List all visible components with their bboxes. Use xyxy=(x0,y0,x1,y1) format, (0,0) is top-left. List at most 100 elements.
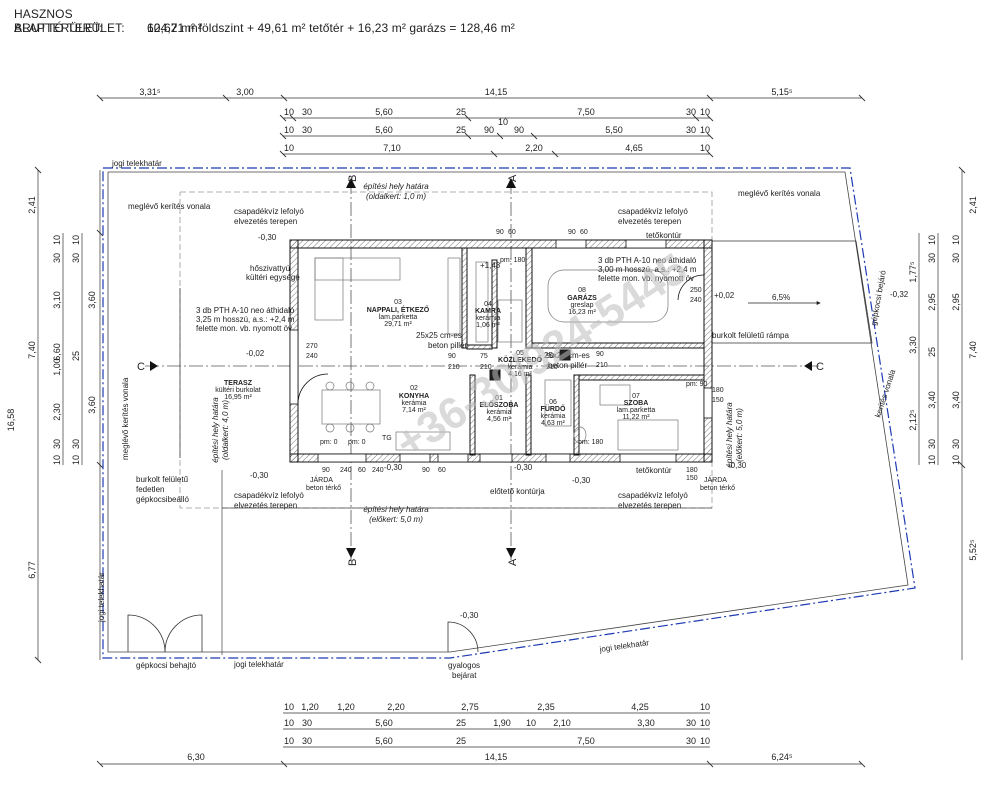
svg-text:A: A xyxy=(507,174,519,182)
svg-text:2,75: 2,75 xyxy=(461,702,479,712)
svg-text:-0,30: -0,30 xyxy=(258,233,277,242)
svg-text:30: 30 xyxy=(927,439,937,449)
svg-text:25: 25 xyxy=(71,351,81,361)
svg-text:5,50: 5,50 xyxy=(605,125,623,135)
svg-text:jogi telekhatár: jogi telekhatár xyxy=(233,660,284,669)
svg-text:25: 25 xyxy=(456,736,466,746)
svg-text:3,40: 3,40 xyxy=(927,391,937,409)
svg-text:10: 10 xyxy=(284,736,294,746)
svg-text:4,16 m²: 4,16 m² xyxy=(508,371,532,378)
svg-text:5,52⁵: 5,52⁵ xyxy=(968,539,978,561)
svg-text:(oldalkert: 4,0 m): (oldalkert: 4,0 m) xyxy=(221,400,230,460)
svg-text:építési hely határa: építési hely határa xyxy=(363,182,429,191)
room-06-label: 06 FÜRDŐ kerámia 4,63 m² xyxy=(541,399,566,427)
svg-text:meglévő kerítés vonala: meglévő kerítés vonala xyxy=(121,377,130,460)
svg-text:B: B xyxy=(347,559,359,566)
svg-text:10: 10 xyxy=(284,125,294,135)
svg-text:05: 05 xyxy=(516,350,524,357)
svg-text:10: 10 xyxy=(700,125,710,135)
svg-text:fedetlen: fedetlen xyxy=(136,485,164,494)
svg-text:GARÁZS: GARÁZS xyxy=(567,293,597,302)
svg-text:1,90: 1,90 xyxy=(493,718,511,728)
svg-text:3,30: 3,30 xyxy=(908,336,918,354)
svg-text:4,56 m²: 4,56 m² xyxy=(487,416,511,423)
svg-text:30: 30 xyxy=(52,253,62,263)
svg-text:-0,30: -0,30 xyxy=(384,463,403,472)
svg-text:30: 30 xyxy=(302,107,312,117)
furniture xyxy=(314,257,679,451)
svg-text:KONYHA: KONYHA xyxy=(399,393,429,400)
svg-text:KÖZLEKEDŐ: KÖZLEKEDŐ xyxy=(498,355,543,364)
svg-text:4,25: 4,25 xyxy=(631,702,649,712)
svg-text:tetőkontúr: tetőkontúr xyxy=(636,466,672,475)
svg-text:1,20: 1,20 xyxy=(337,702,355,712)
svg-text:burkolt felületű: burkolt felületű xyxy=(136,475,189,484)
svg-text:25: 25 xyxy=(456,718,466,728)
svg-text:7,50: 7,50 xyxy=(577,736,595,746)
svg-text:gépkocsibeálló: gépkocsibeálló xyxy=(136,495,189,504)
svg-text:10: 10 xyxy=(52,235,62,245)
svg-text:csapadékvíz lefolyó: csapadékvíz lefolyó xyxy=(618,491,688,500)
svg-text:1,77⁵: 1,77⁵ xyxy=(908,261,918,283)
svg-text:7,10: 7,10 xyxy=(383,143,401,153)
svg-text:180: 180 xyxy=(712,387,724,394)
svg-text:75: 75 xyxy=(480,353,488,360)
svg-text:JÁRDA: JÁRDA xyxy=(704,475,727,484)
svg-text:+1,48: +1,48 xyxy=(480,261,501,270)
svg-text:10: 10 xyxy=(951,235,961,245)
svg-text:10: 10 xyxy=(52,455,62,465)
svg-text:10: 10 xyxy=(284,143,294,153)
svg-text:10: 10 xyxy=(951,455,961,465)
svg-text:FÜRDŐ: FÜRDŐ xyxy=(541,404,566,413)
svg-text:-0,30: -0,30 xyxy=(514,463,533,472)
svg-text:90: 90 xyxy=(322,467,330,474)
svg-text:29,71 m²: 29,71 m² xyxy=(384,321,412,328)
svg-text:90: 90 xyxy=(596,351,604,358)
svg-text:hőszivattyú: hőszivattyú xyxy=(250,264,290,273)
svg-text:3,40: 3,40 xyxy=(951,391,961,409)
svg-text:10: 10 xyxy=(526,718,536,728)
entrance-gates xyxy=(127,614,479,653)
svg-text:kerámia: kerámia xyxy=(541,413,566,420)
svg-text:90: 90 xyxy=(484,125,494,135)
svg-text:elvezetés terepen: elvezetés terepen xyxy=(234,501,297,510)
svg-text:250: 250 xyxy=(690,287,702,294)
gross-area-label: BRUTTÓ TERÜLET: xyxy=(14,21,125,35)
svg-text:+0,02: +0,02 xyxy=(714,291,735,300)
svg-text:11,22 m²: 11,22 m² xyxy=(622,414,650,421)
svg-text:1,06 m²: 1,06 m² xyxy=(476,322,500,329)
svg-text:kerítés vonala: kerítés vonala xyxy=(873,368,897,419)
svg-text:10: 10 xyxy=(284,107,294,117)
svg-text:6,30: 6,30 xyxy=(187,752,205,762)
svg-text:építési hely határa: építési hely határa xyxy=(211,397,220,463)
svg-text:3,10: 3,10 xyxy=(52,291,62,309)
svg-text:7,14 m²: 7,14 m² xyxy=(402,407,426,414)
room-03-label: 03 NAPPALI, ÉTKEZŐ lam.parketta 29,71 m² xyxy=(367,299,430,328)
svg-text:2,12⁵: 2,12⁵ xyxy=(908,409,918,431)
svg-text:2,30: 2,30 xyxy=(52,403,62,421)
svg-text:-0,30: -0,30 xyxy=(460,611,479,620)
dimension-texts-right: 2,41 7,40 5,52⁵ 1,77⁵ 3,30 2,12⁵ 10 30 2… xyxy=(908,196,978,560)
svg-text:jogi telekhatár: jogi telekhatár xyxy=(598,638,650,654)
svg-text:3,30: 3,30 xyxy=(637,718,655,728)
svg-text:10: 10 xyxy=(284,702,294,712)
svg-text:elvezetés terepen: elvezetés terepen xyxy=(618,217,681,226)
svg-text:3,60: 3,60 xyxy=(87,396,97,414)
svg-text:kerámia: kerámia xyxy=(508,364,533,371)
svg-text:pm: 0: pm: 0 xyxy=(348,439,366,446)
svg-text:60: 60 xyxy=(358,467,366,474)
svg-text:NAPPALI, ÉTKEZŐ: NAPPALI, ÉTKEZŐ xyxy=(367,305,430,314)
svg-text:TG: TG xyxy=(382,435,392,442)
svg-text:3,31⁵: 3,31⁵ xyxy=(139,87,161,97)
svg-text:10: 10 xyxy=(71,235,81,245)
svg-text:7,50: 7,50 xyxy=(577,107,595,117)
svg-text:B: B xyxy=(347,175,359,182)
svg-text:25: 25 xyxy=(927,347,937,357)
svg-text:2,10: 2,10 xyxy=(553,718,571,728)
svg-text:30: 30 xyxy=(686,736,696,746)
svg-text:kerámia: kerámia xyxy=(487,409,512,416)
svg-text:90: 90 xyxy=(514,125,524,135)
svg-text:felette mon. vb. nyomott öv: felette mon. vb. nyomott öv xyxy=(598,274,694,283)
svg-text:10: 10 xyxy=(927,235,937,245)
